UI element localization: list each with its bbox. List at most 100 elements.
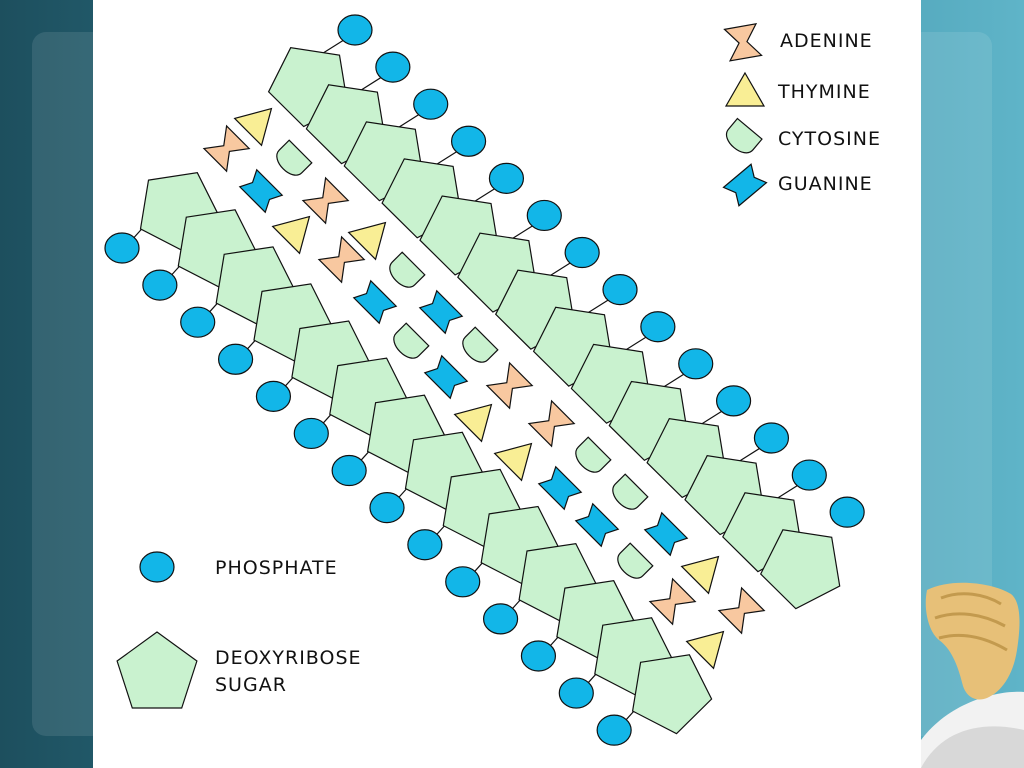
base-adenine-13-right bbox=[717, 586, 766, 635]
base-guanine-11-right-shape bbox=[643, 511, 689, 557]
legend-adenine-icon-shape bbox=[723, 23, 763, 62]
base-guanine-11-right bbox=[643, 511, 689, 557]
base-guanine-5-right-shape bbox=[418, 289, 464, 335]
phosphate-strand-a-0 bbox=[337, 14, 373, 46]
phosphate-strand-b-2 bbox=[180, 306, 216, 338]
phosphate-strand-b-12 bbox=[558, 677, 594, 709]
base-guanine-10-left-shape bbox=[574, 502, 620, 548]
base-adenine-3-left bbox=[317, 235, 366, 284]
phosphate-strand-a-9 bbox=[678, 348, 714, 380]
base-guanine-10-left bbox=[574, 502, 620, 548]
legend-phosphate-icon bbox=[139, 551, 175, 583]
phosphate-strand-b-9 bbox=[445, 566, 481, 598]
cartoon-figure-decoration bbox=[921, 580, 1024, 768]
base-thymine-12-right bbox=[680, 555, 720, 595]
phosphate-strand-a-12 bbox=[791, 459, 827, 491]
base-thymine-12-right-shape bbox=[680, 555, 720, 595]
base-cytosine-6-right-shape bbox=[462, 326, 499, 363]
base-guanine-9-left-shape bbox=[537, 465, 583, 511]
base-thymine-3-right-shape bbox=[347, 221, 387, 261]
base-guanine-9-left bbox=[537, 465, 583, 511]
base-cytosine-1-left-shape bbox=[276, 139, 313, 176]
legend-label-cytosine: CYTOSINE bbox=[778, 128, 881, 150]
base-adenine-2-right bbox=[301, 176, 350, 225]
sugar-strand-a-13 bbox=[759, 529, 841, 610]
legend-label-thymine: THYMINE bbox=[778, 81, 871, 103]
base-adenine-12-left-shape bbox=[648, 577, 697, 626]
legend-label-sugar-line2: SUGAR bbox=[215, 674, 287, 696]
phosphate-strand-a-7 bbox=[602, 274, 638, 306]
sugar-strand-b-13 bbox=[631, 654, 713, 735]
base-cytosine-11-left-shape bbox=[617, 542, 654, 579]
base-adenine-0-left bbox=[202, 124, 251, 173]
base-thymine-8-left-shape bbox=[493, 442, 533, 482]
base-cytosine-5-left-shape bbox=[393, 322, 430, 359]
base-adenine-7-right-shape bbox=[485, 361, 534, 410]
base-adenine-8-right bbox=[527, 399, 576, 448]
base-adenine-13-right-shape bbox=[717, 586, 766, 635]
phosphate-strand-a-3 bbox=[450, 125, 487, 157]
legend-deoxyribose-sugar-icon bbox=[116, 631, 198, 709]
legend-thymine-icon-shape bbox=[724, 71, 766, 107]
base-cytosine-5-left bbox=[393, 322, 430, 359]
legend-guanine-icon-shape bbox=[722, 163, 768, 207]
phosphate-strand-a-2 bbox=[413, 88, 449, 120]
base-guanine-6-left-shape bbox=[423, 354, 469, 400]
base-thymine-0-right bbox=[233, 107, 273, 147]
base-guanine-4-left bbox=[352, 279, 398, 325]
base-guanine-6-left bbox=[423, 354, 469, 400]
base-cytosine-1-left bbox=[276, 139, 313, 176]
base-cytosine-4-right bbox=[389, 251, 426, 288]
legend-label-adenine: ADENINE bbox=[780, 30, 873, 52]
phosphate-strand-a-6 bbox=[564, 236, 600, 269]
legend-label-sugar-line1: DEOXYRIBOSE bbox=[215, 647, 362, 669]
base-guanine-1-right-shape bbox=[238, 168, 284, 214]
base-guanine-5-right bbox=[418, 289, 464, 335]
base-adenine-0-left-shape bbox=[202, 124, 251, 173]
legend-cytosine-icon-shape bbox=[725, 117, 763, 154]
base-cytosine-10-right-shape bbox=[612, 473, 649, 510]
base-cytosine-9-right bbox=[575, 436, 612, 473]
phosphate-strand-a-5 bbox=[526, 199, 562, 232]
base-thymine-13-left-shape bbox=[685, 630, 725, 670]
base-adenine-12-left bbox=[648, 577, 697, 626]
base-adenine-8-right-shape bbox=[527, 399, 576, 448]
base-cytosine-11-left bbox=[617, 542, 654, 579]
phosphate-strand-b-7 bbox=[369, 492, 405, 524]
legend-guanine-icon bbox=[722, 163, 768, 207]
phosphate-strand-b-4 bbox=[255, 380, 292, 412]
legend-cytosine-icon bbox=[725, 117, 763, 154]
phosphate-strand-b-13 bbox=[596, 714, 632, 746]
phosphate-strand-b-8 bbox=[407, 529, 443, 561]
phosphate-strand-a-4 bbox=[488, 162, 525, 194]
phosphate-strand-b-1 bbox=[142, 269, 178, 301]
base-thymine-7-left-shape bbox=[453, 403, 493, 443]
legend-label-phosphate: PHOSPHATE bbox=[215, 557, 338, 579]
base-thymine-7-left bbox=[453, 403, 493, 443]
base-guanine-1-right bbox=[238, 168, 284, 214]
phosphate-strand-a-1 bbox=[375, 51, 411, 83]
base-adenine-7-right bbox=[485, 361, 534, 410]
legend-adenine-icon bbox=[723, 23, 763, 62]
cartoon-hand-icon bbox=[921, 582, 1024, 768]
phosphate-strand-a-8 bbox=[640, 311, 676, 343]
base-cytosine-4-right-shape bbox=[389, 251, 426, 288]
base-thymine-8-left bbox=[493, 442, 533, 482]
phosphate-strand-a-10 bbox=[715, 385, 752, 417]
phosphate-strand-b-10 bbox=[482, 603, 519, 635]
phosphate-strand-b-11 bbox=[520, 640, 557, 672]
phosphate-strand-a-11 bbox=[753, 422, 790, 454]
phosphate-strand-b-6 bbox=[331, 454, 367, 487]
base-thymine-13-left bbox=[685, 630, 725, 670]
base-cytosine-9-right-shape bbox=[575, 436, 612, 473]
base-cytosine-6-right bbox=[462, 326, 499, 363]
phosphate-strand-b-5 bbox=[293, 417, 329, 450]
base-thymine-3-right bbox=[347, 221, 387, 261]
phosphate-strand-b-3 bbox=[217, 343, 254, 375]
base-adenine-3-left-shape bbox=[317, 235, 366, 284]
phosphate-strand-a-13 bbox=[829, 496, 865, 528]
legend-thymine-icon bbox=[724, 71, 766, 107]
phosphate-strand-b-0 bbox=[104, 232, 140, 264]
legend-label-guanine: GUANINE bbox=[778, 173, 873, 195]
base-thymine-2-left bbox=[271, 215, 311, 255]
